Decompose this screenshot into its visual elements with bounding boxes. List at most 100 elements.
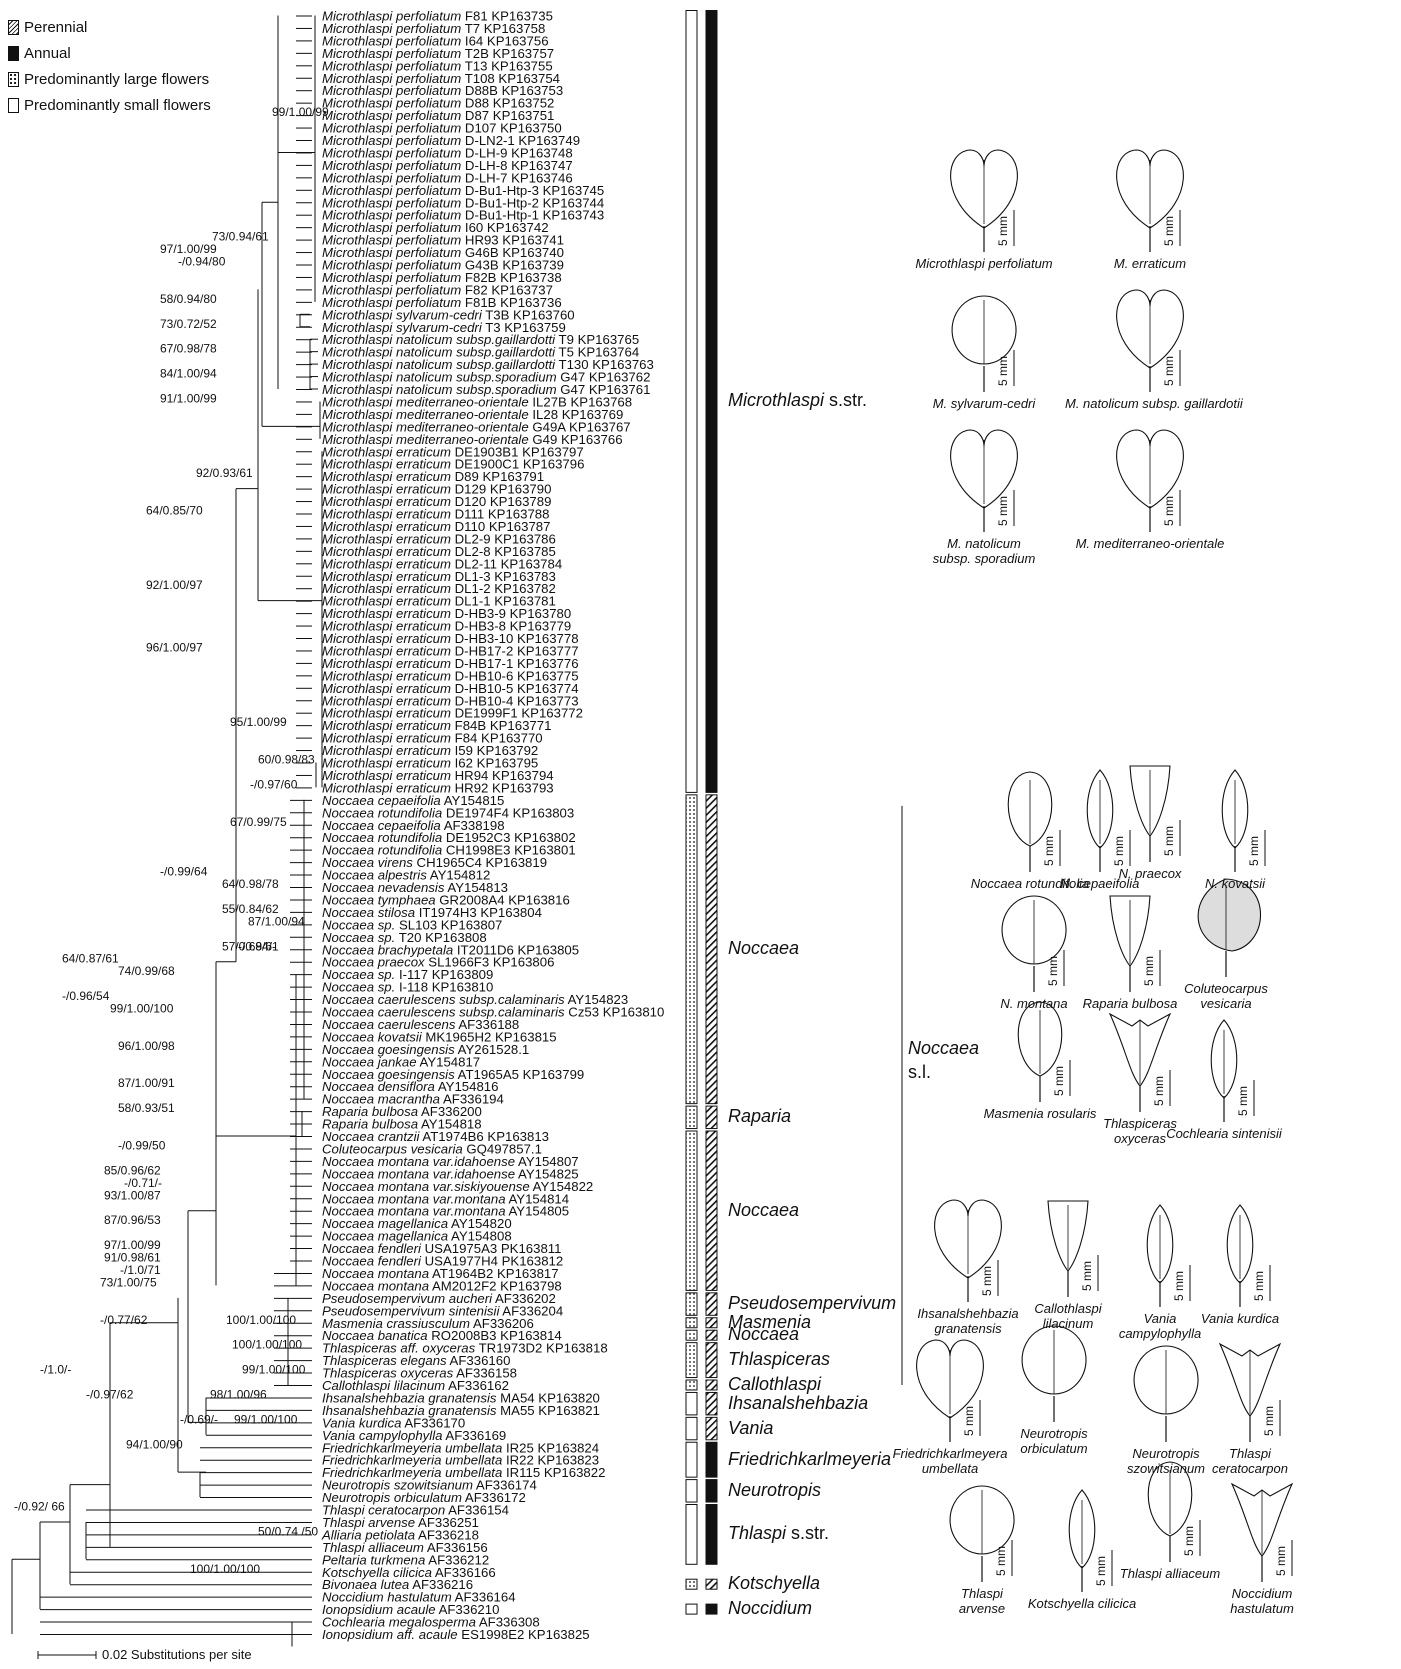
group-label: Neurotropis: [728, 1480, 821, 1501]
support-value: 64/0.87/61: [62, 952, 119, 966]
support-value: 58/0.93/51: [118, 1101, 175, 1115]
flower-trait-bar: [686, 1579, 697, 1589]
fruit-scale-label: 5 mm: [980, 1266, 994, 1296]
support-value: -/0.97/60: [250, 777, 298, 791]
life-form-trait-bar: [706, 1293, 717, 1315]
life-form-trait-bar: [706, 1604, 717, 1614]
life-form-trait-bar: [706, 1330, 717, 1340]
group-label: Noccaea: [728, 1200, 799, 1221]
fruit-scale-label: 5 mm: [1162, 496, 1176, 526]
fruit-scale-label: 5 mm: [1182, 1526, 1196, 1556]
life-form-trait-bar: [706, 11, 717, 793]
taxon-label: Ionopsidium aff. acaule ES1998E2 KP16382…: [322, 1627, 590, 1642]
life-form-trait-bar: [706, 1380, 717, 1390]
fruit-scale-label: 5 mm: [1080, 1261, 1094, 1291]
noccaea-sl-label: Noccaea: [908, 1038, 979, 1059]
support-value: -/0.92/ 66: [14, 1500, 65, 1514]
support-value: 99/1.00/100: [234, 1412, 298, 1426]
fruit-scale-label: 5 mm: [1252, 1271, 1266, 1301]
flower-trait-bar: [686, 11, 697, 793]
support-value: 95/1.00/99: [230, 715, 287, 729]
fruit-scale-label: 5 mm: [1236, 1086, 1250, 1116]
support-value: 92/1.00/97: [146, 578, 203, 592]
group-label: Microthlaspi s.str.: [728, 390, 867, 411]
life-form-trait-bar: [706, 1131, 717, 1290]
support-value: 58/0.94/80: [160, 292, 217, 306]
life-form-trait-bar: [706, 1343, 717, 1378]
support-value: 73/0.94/61: [212, 230, 269, 244]
fruit-scale-label: 5 mm: [996, 496, 1010, 526]
support-value: 67/0.99/75: [230, 815, 287, 829]
support-value: 91/1.00/99: [160, 391, 217, 405]
support-value: 98/1.00/96: [210, 1387, 267, 1401]
group-label: Noccaea: [728, 938, 799, 959]
scale-bar-label: 0.02 Substitutions per site: [102, 1647, 252, 1662]
fruit-species-label: Kotschyella cilicica: [997, 1596, 1167, 1611]
support-value: -/0.97/62: [86, 1387, 134, 1401]
flower-trait-bar: [686, 795, 697, 1104]
group-label: Vania: [728, 1418, 773, 1439]
support-value: 94/1.00/90: [126, 1437, 183, 1451]
fruit-scale-label: 5 mm: [1274, 1546, 1288, 1576]
support-value: 87/1.00/91: [118, 1076, 175, 1090]
fruit-scale-label: 5 mm: [1162, 356, 1176, 386]
flower-trait-bar: [686, 1318, 697, 1328]
group-label: Raparia: [728, 1106, 791, 1127]
support-value: 64/0.98/78: [222, 877, 279, 891]
fruit-species-label: N. kovatsii: [1150, 876, 1320, 891]
group-label: Kotschyella: [728, 1573, 820, 1594]
flower-trait-bar: [686, 1293, 697, 1315]
support-value: 100/1.00/100: [226, 1313, 296, 1327]
support-value: -/0.77/62: [100, 1313, 148, 1327]
flower-trait-bar: [686, 1442, 697, 1477]
flower-trait-bar: [686, 1604, 697, 1614]
flower-trait-bar: [686, 1343, 697, 1378]
support-value: 67/0.98/78: [160, 342, 217, 356]
noccaea-sl-suffix: s.l.: [908, 1062, 931, 1083]
fruit-scale-label: 5 mm: [1162, 216, 1176, 246]
flower-trait-bar: [686, 1106, 697, 1128]
group-label: Thlaspiceras: [728, 1349, 830, 1370]
fruit-scale-label: 5 mm: [1262, 1406, 1276, 1436]
flower-trait-bar: [686, 1131, 697, 1290]
fruit-species-label: Noccidiumhastulatum: [1177, 1586, 1347, 1616]
support-value: 64/0.85/70: [146, 504, 203, 518]
flower-trait-bar: [686, 1380, 697, 1390]
life-form-trait-bar: [706, 1106, 717, 1128]
support-value: 50/0.74 /50: [258, 1524, 318, 1538]
group-label: Ihsanalshehbazia: [728, 1393, 868, 1414]
support-value: 73/1.00/75: [100, 1275, 157, 1289]
fruit-scale-label: 5 mm: [1247, 836, 1261, 866]
life-form-trait-bar: [706, 1505, 717, 1565]
fruit-scale-label: 5 mm: [1172, 1271, 1186, 1301]
flower-trait-bar: [686, 1392, 697, 1414]
fruit-species-label: M. erraticum: [1065, 256, 1235, 271]
support-value: 74/0.99/68: [118, 964, 175, 978]
flower-trait-bar: [686, 1417, 697, 1439]
support-value: -/0.99/64: [160, 865, 208, 879]
support-value: 96/1.00/97: [146, 640, 203, 654]
fruit-species-label: Microthlaspi perfoliatum: [899, 256, 1069, 271]
life-form-trait-bar: [706, 1417, 717, 1439]
flower-trait-bar: [686, 1480, 697, 1502]
flower-trait-bar: [686, 1330, 697, 1340]
support-value: 73/0.72/52: [160, 317, 217, 331]
support-value: -/0.94/80: [178, 255, 226, 269]
support-value: 60/0.98/83: [258, 753, 315, 767]
support-value: 93/1.00/87: [104, 1188, 161, 1202]
fruit-species-label: M. mediterraneo-orientale: [1065, 536, 1235, 551]
support-value: 87/1.00/94: [248, 914, 305, 928]
fruit-scale-label: 5 mm: [996, 216, 1010, 246]
fruit-scale-label: 5 mm: [1042, 836, 1056, 866]
support-value: -/0.69/-: [180, 1412, 218, 1426]
fruit-species-label: Cochlearia sintenisii: [1139, 1126, 1309, 1141]
life-form-trait-bar: [706, 1392, 717, 1414]
fruit-scale-label: 5 mm: [1112, 836, 1126, 866]
life-form-trait-bar: [706, 1579, 717, 1589]
group-label: Noccaea: [728, 1324, 799, 1345]
support-value: 99/1.00/99: [272, 105, 329, 119]
fruit-species-label: Vania kurdica: [1155, 1311, 1325, 1326]
fruit-scale-label: 5 mm: [996, 356, 1010, 386]
